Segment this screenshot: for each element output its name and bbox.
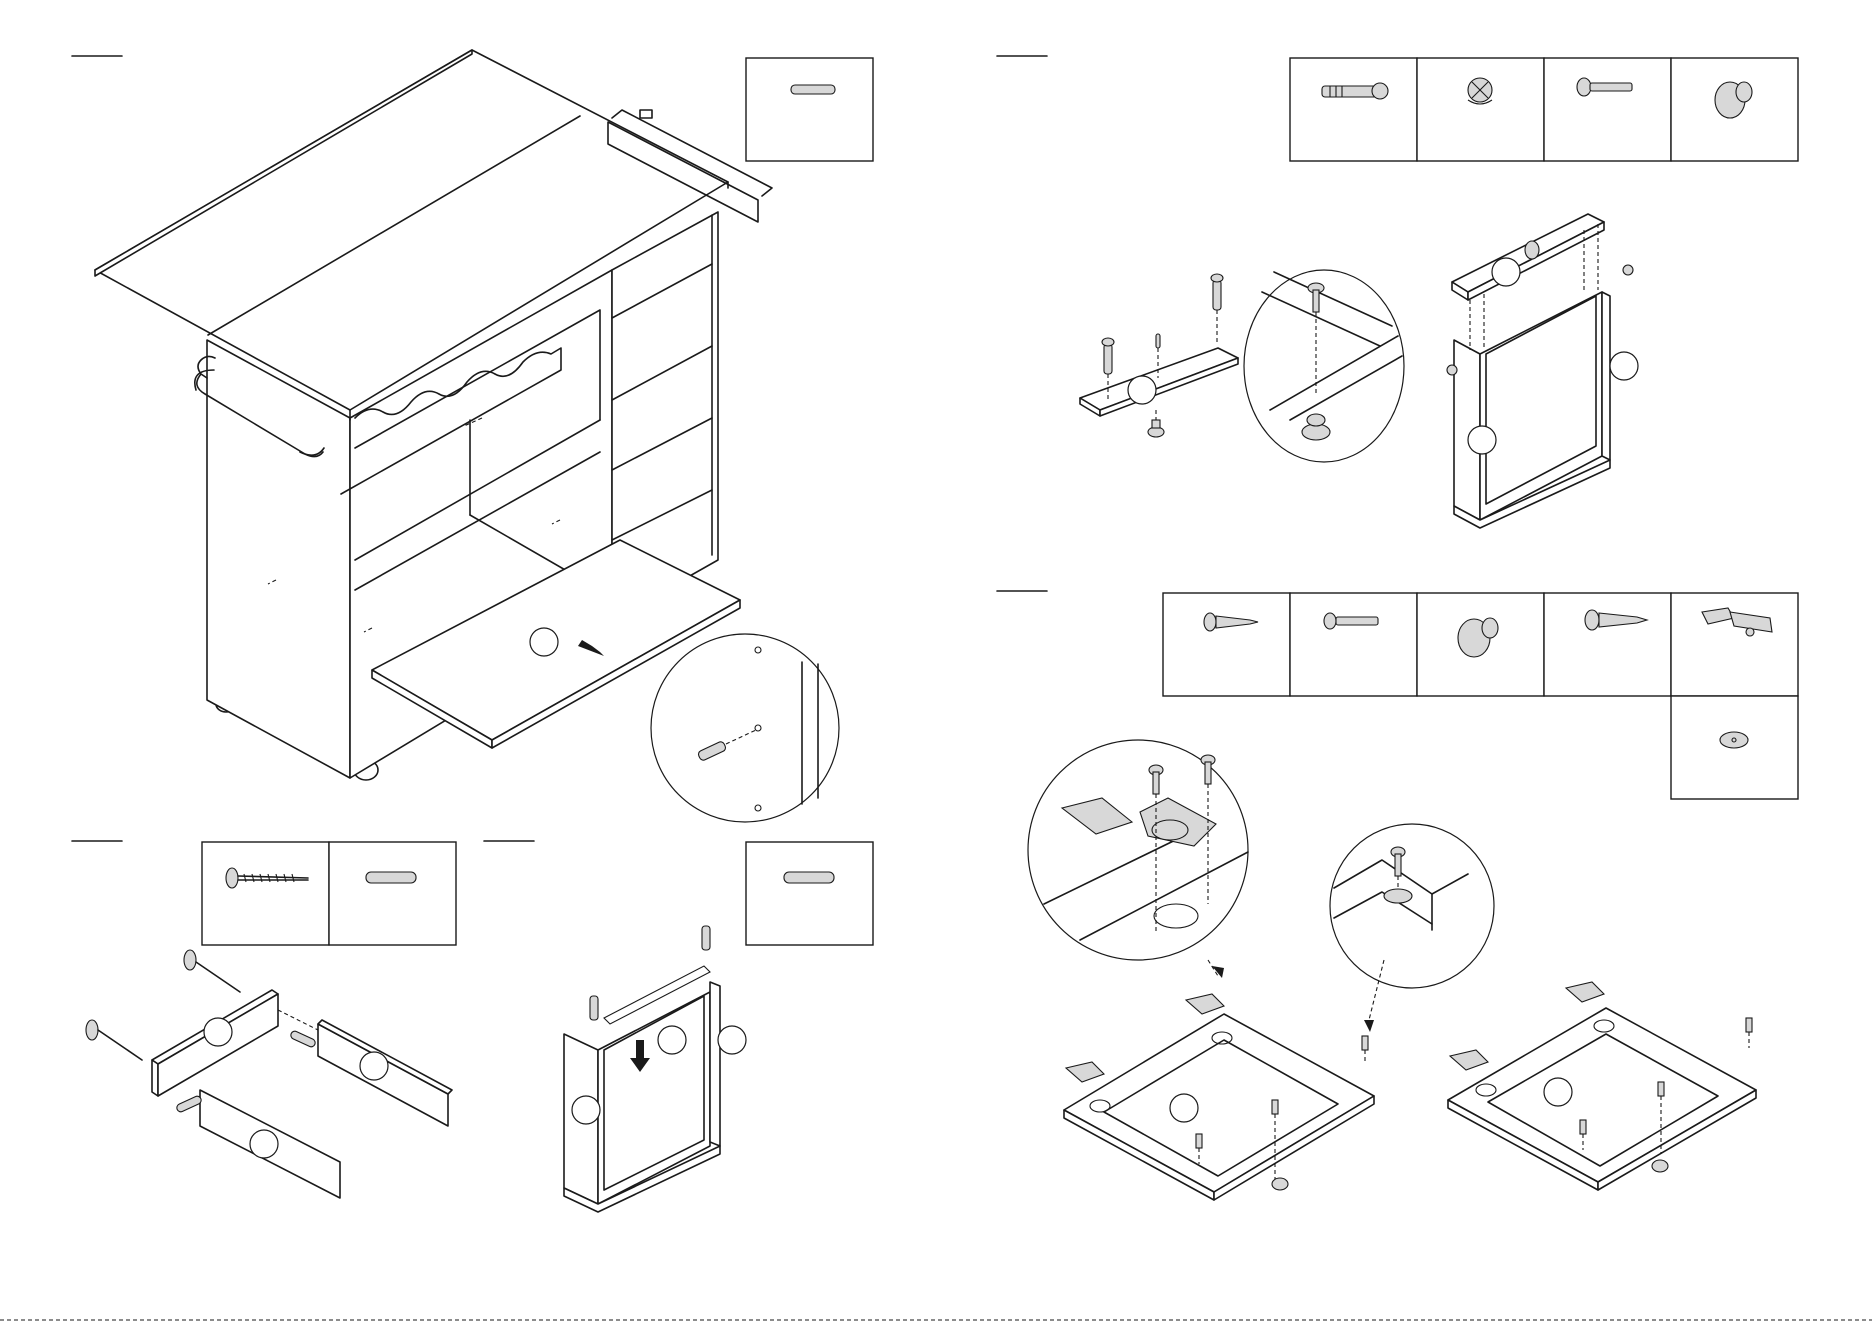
door-assembly-left-drawing	[1064, 960, 1384, 1200]
door-assembly-right-drawing	[1448, 982, 1756, 1190]
hardware-box-row-bottom-right	[1163, 593, 1798, 799]
drawer-assembly-drawing	[86, 950, 452, 1198]
frame-assembly-drawing	[564, 926, 746, 1212]
detail-oval-knob-screw	[1244, 270, 1404, 462]
detail-circle-hinge	[1028, 740, 1248, 960]
hardware-box-row-bottom-left	[202, 842, 456, 945]
hardware-box-bottom-middle	[746, 842, 873, 945]
cabinet-side-assembly-drawing	[1447, 214, 1638, 528]
hinge-plate-icon	[1720, 732, 1748, 748]
wood-dowel-icon	[784, 872, 834, 883]
wood-dowel-icon	[366, 872, 416, 883]
detail-circle-hinge-plate	[1330, 824, 1494, 988]
hardware-box-dowel	[746, 58, 873, 161]
hardware-box-row-top-right	[1290, 58, 1798, 161]
dowel-icon	[791, 85, 835, 94]
part-number-circle	[530, 628, 558, 656]
detail-circle-dowel-insert	[651, 634, 839, 822]
top-panel-assembly-drawing	[1080, 274, 1238, 437]
